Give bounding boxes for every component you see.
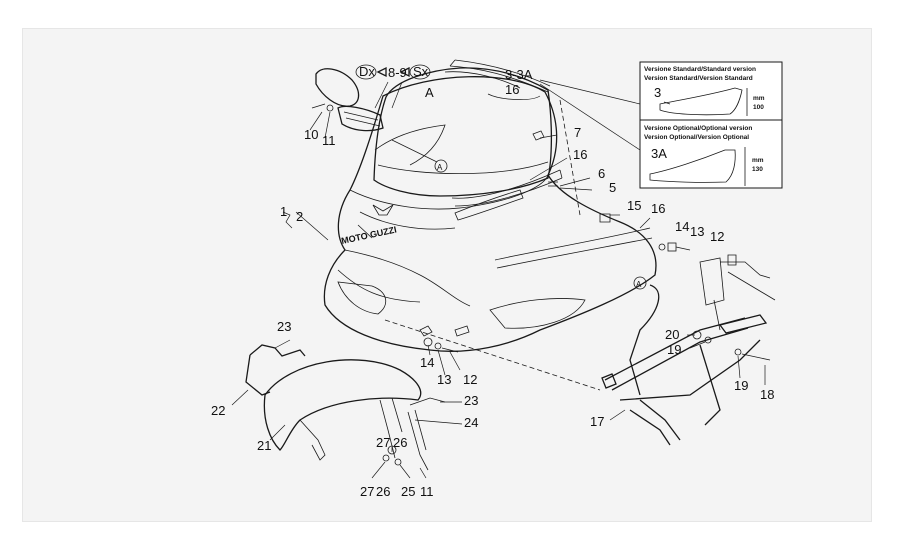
callout-18: 18 (760, 387, 774, 402)
svg-text:Versione Optional/Optional ver: Versione Optional/Optional version (644, 125, 752, 132)
callout-13: 13 (690, 224, 704, 239)
callout-19: 19 (667, 342, 681, 357)
callout-27: 27 (360, 484, 374, 499)
mirror-assembly (311, 68, 384, 132)
callout-numbers: 1 2 3-3A 16 7 16 6 5 15 16 14 13 12 10 1… (211, 67, 774, 499)
callout-16: 16 (651, 201, 665, 216)
svg-text:MOTO GUZZI: MOTO GUZZI (340, 224, 397, 245)
callout-15: 15 (627, 198, 641, 213)
inset-standard-version: Versione Standard/Standard version Versi… (639, 61, 783, 121)
callout-25: 25 (401, 484, 415, 499)
windscreen: A (373, 67, 553, 197)
callout-22: 22 (211, 403, 225, 418)
front-fender (263, 359, 422, 461)
svg-text:mm: mm (752, 157, 764, 164)
fender-brackets (245, 344, 446, 471)
svg-text:Versione Standard/Standard ver: Versione Standard/Standard version (644, 66, 756, 73)
callout-14: 14 (420, 355, 434, 370)
svg-text:Sx: Sx (413, 64, 429, 79)
callout-1: 1 (280, 204, 287, 219)
callout-17: 17 (590, 414, 604, 429)
callout-23: 23 (277, 319, 291, 334)
svg-text:3: 3 (654, 85, 661, 100)
callout-13: 13 (437, 372, 451, 387)
callout-5: 5 (609, 180, 616, 195)
mounting-frame (601, 254, 776, 446)
trim-strips (449, 59, 563, 207)
svg-text:Dx: Dx (359, 64, 375, 79)
svg-text:Version Standard/Version Stand: Version Standard/Version Standard (644, 75, 753, 82)
dashed-guides (384, 99, 601, 391)
callout-21: 21 (257, 438, 271, 453)
callout-16: 16 (573, 147, 587, 162)
callout-26: 26 (393, 435, 407, 450)
svg-text:130: 130 (752, 166, 763, 173)
leader-lines (231, 79, 766, 479)
callout-12: 12 (463, 372, 477, 387)
moto-guzzi-logo: MOTO GUZZI (340, 204, 398, 246)
svg-text:8-9: 8-9 (388, 65, 407, 80)
callout-14: 14 (675, 219, 689, 234)
svg-text:Version Optional/Version Optio: Version Optional/Version Optional (644, 134, 749, 141)
reference-markers: A A (391, 139, 647, 290)
callout-20: 20 (665, 327, 679, 342)
inset-optional-version: Versione Optional/Optional version Versi… (639, 119, 783, 189)
callout-19: 19 (734, 378, 748, 393)
callout-23: 23 (464, 393, 478, 408)
svg-text:mm: mm (753, 95, 765, 102)
callout-24: 24 (464, 415, 478, 430)
callout-11: 11 (322, 133, 336, 148)
callout-12: 12 (710, 229, 724, 244)
svg-text:100: 100 (753, 104, 764, 111)
callout-3-3a: 3-3A (505, 67, 533, 82)
svg-text:A: A (636, 280, 642, 289)
dx-sx-badges: Dx 8-9 Sx (355, 64, 431, 109)
svg-text:A: A (437, 163, 443, 172)
callout-11: 11 (420, 484, 434, 499)
svg-text:3A: 3A (651, 146, 667, 161)
callout-26: 26 (376, 484, 390, 499)
callout-16: 16 (505, 82, 519, 97)
callout-7: 7 (574, 125, 581, 140)
callout-2: 2 (296, 209, 303, 224)
callout-27: 27 (376, 435, 390, 450)
callout-10: 10 (304, 127, 318, 142)
svg-text:A: A (425, 85, 434, 100)
callout-6: 6 (598, 166, 605, 181)
